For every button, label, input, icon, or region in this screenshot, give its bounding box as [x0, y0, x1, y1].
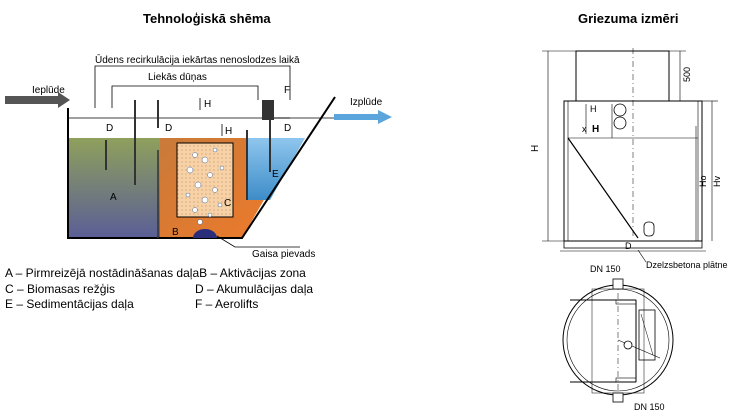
dim-500: 500	[682, 67, 692, 82]
dimensions-title: Griezuma izmēri	[578, 11, 679, 26]
label-d1: D	[106, 123, 113, 134]
air-pipe-shape	[643, 221, 655, 237]
air-diffuser	[193, 229, 217, 238]
zone-e	[247, 138, 305, 200]
h-label-top: H	[204, 99, 211, 110]
label-f: F	[284, 85, 290, 96]
plan-inlet-stub	[612, 278, 624, 290]
label-d2: D	[165, 123, 172, 134]
outlet-pipe-circle	[613, 116, 627, 130]
zone-a	[68, 138, 160, 238]
dim-dn-top: DN 150	[590, 264, 621, 274]
plan-outlet-stub	[612, 392, 624, 403]
legend-item-c: C – Biomasas režģis	[5, 281, 116, 296]
dim-h-total: H	[530, 145, 541, 152]
legend-row: E – Sedimentācijas daļa F – Aerolifts	[5, 297, 385, 313]
recirculation-line	[94, 65, 291, 108]
schema-title: Tehnoloģiskā shēma	[143, 11, 271, 26]
airlift-head	[262, 100, 274, 120]
inlet-pipe-circle	[613, 103, 627, 117]
sludge-line	[111, 85, 259, 108]
outlet-arrow	[334, 110, 392, 124]
air-bubbles	[185, 147, 225, 225]
label-b: B	[172, 227, 179, 238]
dim-dn-bottom: DN 150	[634, 402, 665, 412]
label-e: E	[272, 169, 279, 180]
h-label-inner: H	[225, 126, 232, 137]
plate-leader	[637, 249, 647, 263]
legend-row: C – Biomasas režģis D – Akumulācijas daļ…	[5, 282, 385, 298]
dim-hv: Hv	[712, 176, 722, 187]
legend: A – Pirmreizējā nostādināšanas daļa B – …	[5, 266, 385, 313]
dimension-drawings: H 500 Ho Hv H x H D DN 150 Dzelzsbetona …	[530, 48, 728, 412]
label-d3: D	[284, 123, 291, 134]
dim-x: x	[582, 124, 587, 134]
legend-item-d: D – Akumulācijas daļa	[195, 281, 314, 296]
legend-row: A – Pirmreizējā nostādināšanas daļa B – …	[5, 266, 385, 282]
dim-ho: Ho	[698, 175, 708, 187]
dim-h-small: H	[590, 104, 597, 114]
label-c: C	[224, 198, 231, 209]
sludge-label: Liekās dūņas	[148, 72, 207, 83]
air-label: Gaisa pievads	[252, 249, 315, 260]
air-leader-line	[216, 235, 300, 248]
recirculation-label: Ūdens recirkulācija iekārtas nenoslodzes…	[95, 54, 300, 66]
outlet-label: Izplūde	[350, 97, 383, 108]
dim-h1: H	[592, 124, 599, 135]
dim-d: D	[625, 241, 632, 251]
biomass-grid	[176, 142, 234, 218]
label-a: A	[110, 192, 117, 203]
legend-item-e: E – Sedimentācijas daļa	[5, 297, 134, 311]
inlet-arrow	[5, 92, 70, 108]
tank-outline	[67, 96, 336, 239]
plan-view	[562, 280, 674, 402]
dimension-lines	[542, 50, 718, 242]
section-view	[560, 48, 706, 252]
technological-scheme: Ūdens recirkulācija iekārtas nenoslodzes…	[5, 54, 392, 260]
legend-item-a: A – Pirmreizējā nostādināšanas daļa	[5, 266, 200, 280]
plan-pipe-circle	[623, 340, 633, 350]
plate-label: Dzelzsbetona plātne	[646, 260, 728, 270]
inlet-label: Ieplūde	[32, 85, 65, 96]
legend-item-b: B – Aktivācijas zona	[199, 266, 306, 280]
legend-item-f: F – Aerolifts	[195, 297, 259, 311]
